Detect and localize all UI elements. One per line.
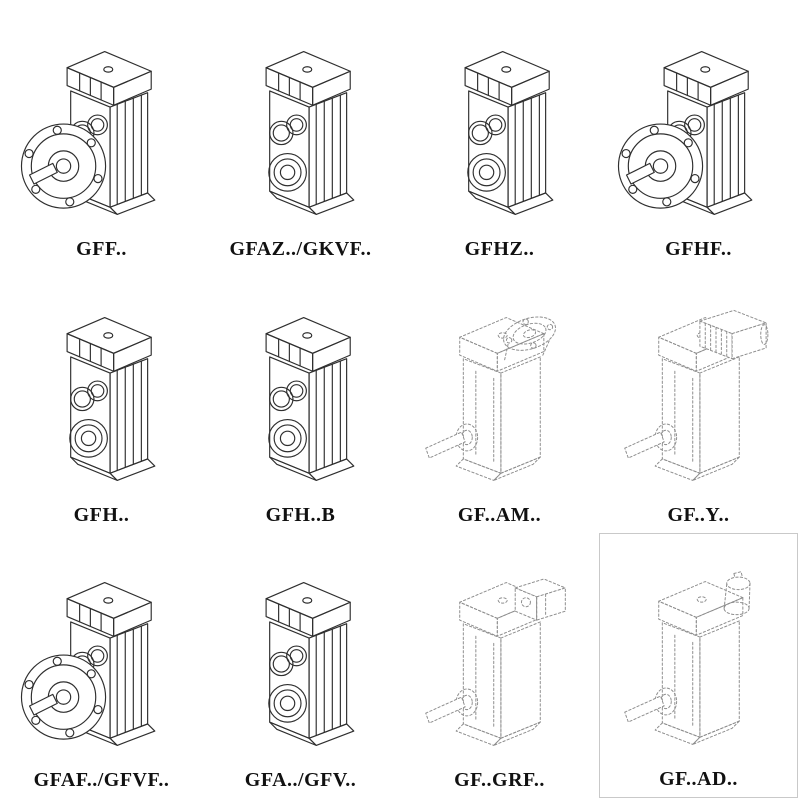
output-bearing: [267, 418, 307, 458]
gearbox-bore-drawing: [265, 581, 354, 746]
model-label: GFH..B: [265, 503, 336, 526]
gearbox-bore-drawing: [265, 51, 354, 216]
gearbox-flange-drawing: [20, 581, 155, 746]
gearbox-adapter-flange-drawing: [424, 310, 560, 481]
output-flange: [617, 123, 703, 210]
housing-outline: [464, 51, 553, 216]
catalog-cell-gfhz: GFHZ..: [400, 2, 599, 267]
catalog-cell-gf-grf: GF..GRF..: [400, 533, 599, 798]
model-label: GF..GRF..: [454, 769, 545, 791]
catalog-cell-gf-y: GF..Y..: [599, 267, 798, 532]
output-shaft: [424, 423, 478, 459]
output-bearing: [267, 683, 307, 723]
output-shaft: [623, 423, 677, 459]
model-label: GF..AM..: [457, 503, 542, 526]
housing-outline: [455, 316, 544, 481]
output-flange: [20, 123, 106, 210]
housing-outline: [265, 51, 354, 216]
input-bores: [69, 380, 108, 411]
gearbox-motor-drawing: [623, 309, 768, 481]
model-label: GFHF..: [665, 238, 732, 261]
output-shaft: [623, 687, 677, 723]
gearbox-adapter-shaft-drawing: [623, 571, 750, 745]
input-bores: [268, 114, 307, 146]
gearbox-adapter-block-drawing: [424, 578, 566, 746]
catalog-cell-gfh: GFH..: [2, 267, 201, 532]
catalog-cell-gf-am: GF..AM..: [400, 267, 599, 532]
input-bores: [268, 380, 307, 411]
gearbox-bore-drawing: [66, 316, 155, 481]
housing-outline: [654, 581, 743, 745]
motor-attachment: [698, 309, 768, 359]
catalog-cell-gfaz-gkvf: GFAZ../GKVF..: [201, 2, 400, 267]
model-label: GFA../GFV..: [244, 769, 357, 791]
input-flange-adapter: [498, 310, 560, 361]
gearbox-flange-drawing: [617, 51, 752, 216]
gearbox-flange-drawing: [20, 51, 155, 216]
catalog-cell-gf-ad: GF..AD..: [599, 532, 798, 798]
output-bearing: [68, 418, 108, 458]
output-bearing: [466, 153, 506, 193]
output-bearing: [267, 153, 307, 193]
model-label: GFF..: [76, 238, 127, 261]
catalog-cell-gfhf: GFHF..: [599, 2, 798, 267]
gear-adapter-block: [514, 578, 566, 621]
catalog-cell-gfa-gfv: GFA../GFV..: [201, 533, 400, 798]
catalog-cell-gfaf-gfvf: GFAF../GFVF..: [2, 533, 201, 798]
housing-outline: [265, 581, 354, 746]
housing-outline: [66, 316, 155, 481]
model-label: GFHZ..: [464, 238, 535, 261]
output-shaft: [424, 688, 478, 724]
model-label: GFH..: [73, 503, 130, 526]
input-bores: [467, 114, 506, 146]
gearbox-bore-drawing: [464, 51, 553, 216]
input-bores: [268, 645, 307, 677]
catalog-cell-gff: GFF..: [2, 2, 201, 267]
output-flange: [20, 654, 106, 740]
model-label: GF..Y..: [667, 503, 730, 526]
model-label: GFAF../GFVF..: [33, 769, 170, 791]
model-label: GFAZ../GKVF..: [229, 238, 372, 261]
model-label: GF..AD..: [659, 768, 738, 790]
catalog-cell-gfh-b: GFH..B: [201, 267, 400, 532]
input-shaft-adapter: [723, 571, 750, 616]
gearbox-bore-drawing: [265, 316, 354, 481]
housing-outline: [265, 316, 354, 481]
